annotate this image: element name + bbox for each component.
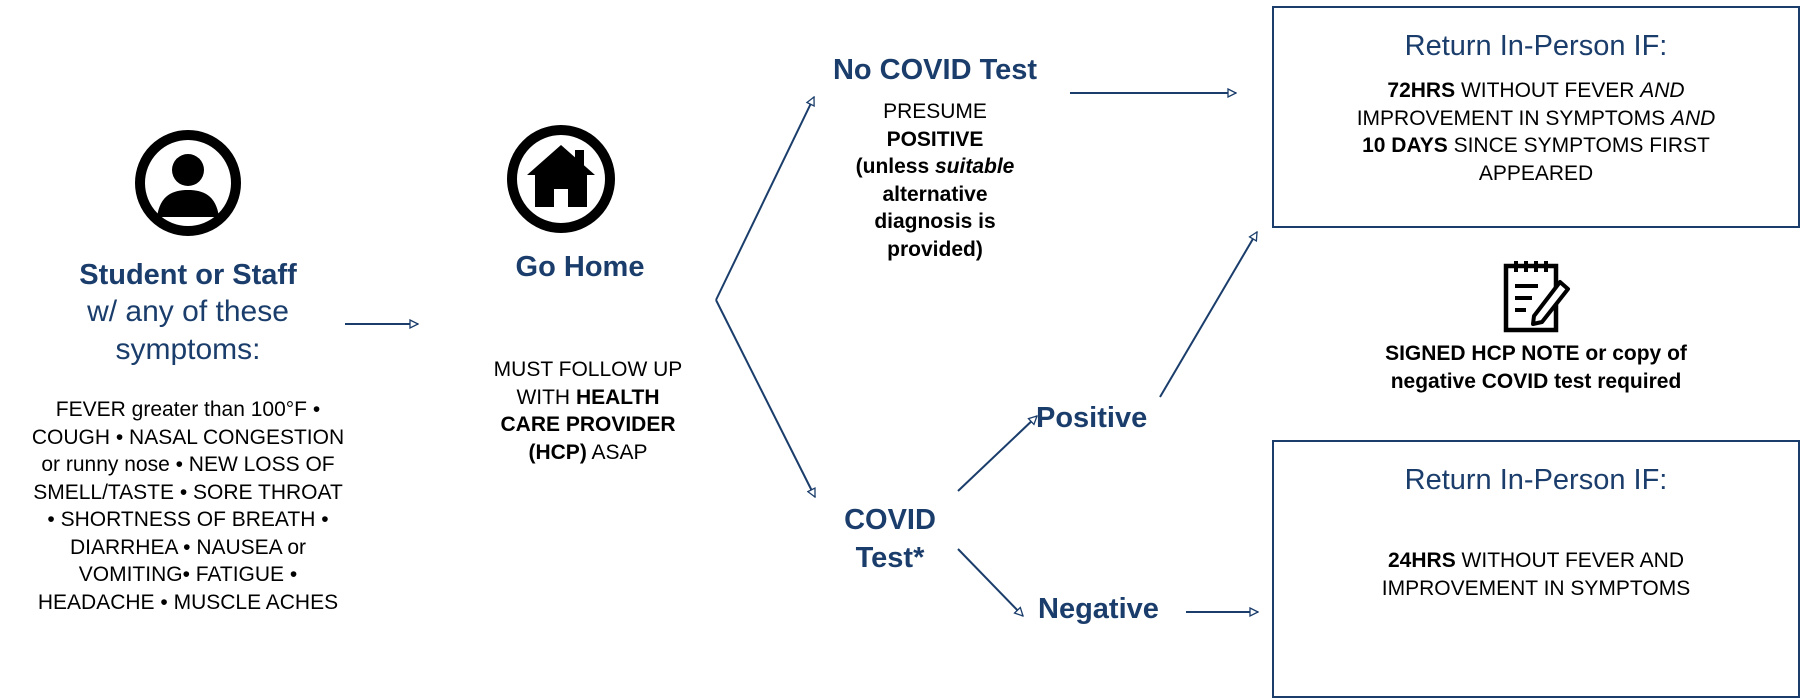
student-title: Student or Staff [79, 259, 297, 291]
home-line4-b: ASAP [586, 440, 648, 464]
no-test-line5: diagnosis is [874, 210, 996, 233]
symptom-line: or runny nose • NEW LOSS OF [41, 453, 335, 476]
return-in-person-box-negative: Return In-Person IF: 24HRS WITHOUT FEVER… [1272, 440, 1800, 698]
positive-label: Positive [1036, 402, 1148, 434]
criteria-text: SINCE SYMPTOMS FIRST [1447, 134, 1710, 157]
no-test-line3-b: suitable [935, 155, 1015, 178]
criteria-text: IMPROVEMENT IN SYMPTOMS [1356, 106, 1671, 130]
note-line2: negative COVID test required [1390, 369, 1682, 393]
symptom-line: FEVER greater than 100°F • [55, 398, 321, 421]
return-box-criteria: 24HRS WITHOUT FEVER AND IMPROVEMENT IN S… [1274, 547, 1798, 602]
symptom-line: SMELL/TASTE • SORE THROAT [33, 480, 343, 504]
home-line3: CARE PROVIDER [500, 413, 676, 436]
return-box-title: Return In-Person IF: [1404, 30, 1668, 62]
hcp-note-requirement: SIGNED HCP NOTE or copy of negative COVI… [1336, 340, 1736, 395]
home-line2-a: WITH [516, 385, 576, 409]
criteria-text: IMPROVEMENT IN SYMPTOMS [1381, 576, 1691, 600]
arrow-covid-test-to-positive [957, 416, 1037, 492]
symptom-line: HEADACHE • MUSCLE ACHES [37, 590, 339, 614]
note-line1: SIGNED HCP NOTE or copy of [1385, 342, 1687, 365]
home-line1: MUST FOLLOW UP [493, 358, 683, 381]
criteria-text: APPEARED [1478, 161, 1594, 185]
covid-test-label: COVID Test* [820, 501, 960, 577]
person-circle-icon [135, 130, 241, 236]
no-test-line1: PRESUME [883, 100, 987, 123]
criteria-72hrs: 72HRS [1387, 79, 1456, 102]
criteria-and: AND [1670, 106, 1716, 130]
no-covid-test-title: No COVID Test [832, 54, 1038, 86]
home-line4-a: (HCP) [528, 440, 587, 464]
criteria-text: WITHOUT FEVER AND [1455, 549, 1684, 572]
criteria-text: WITHOUT FEVER [1455, 79, 1641, 102]
return-in-person-box-positive: Return In-Person IF: 72HRS WITHOUT FEVER… [1272, 6, 1800, 228]
return-box-criteria: 72HRS WITHOUT FEVER AND IMPROVEMENT IN S… [1274, 77, 1798, 187]
go-home-title: Go Home [515, 251, 645, 283]
arrow-positive-to-return-box [1159, 232, 1258, 398]
arrow-covid-test-to-negative [957, 548, 1023, 616]
covid-test-line2: Test* [855, 542, 925, 574]
arrow-home-to-no-test [715, 97, 815, 301]
no-test-line4: alternative [882, 182, 988, 206]
student-subtitle-line1: w/ any of these [87, 294, 289, 328]
symptom-line: DIARRHEA • NAUSEA or [69, 535, 307, 559]
home-line2-b: HEALTH [575, 385, 660, 409]
negative-label: Negative [1038, 593, 1159, 625]
no-test-line6: provided) [887, 237, 983, 261]
student-subtitle-line2: symptoms: [115, 332, 261, 366]
covid-test-line1: COVID [844, 504, 936, 536]
symptom-line: • SHORTNESS OF BREATH • [47, 508, 329, 531]
go-home-instructions: MUST FOLLOW UP WITH HEALTH CARE PROVIDER… [460, 356, 716, 466]
no-test-line3-a: (unless [855, 155, 935, 178]
symptom-line: VOMITING• FATIGUE • [78, 563, 298, 586]
arrow-home-to-covid-test [715, 299, 816, 497]
criteria-10days: 10 DAYS [1362, 134, 1448, 157]
house-circle-icon [507, 125, 615, 233]
criteria-and: AND [1640, 79, 1685, 102]
no-covid-test-text: PRESUME POSITIVE (unless suitable altern… [825, 98, 1045, 263]
clipboard-note-icon [1503, 261, 1570, 333]
criteria-24hrs: 24HRS [1388, 549, 1456, 572]
student-column: Student or Staff w/ any of these symptom… [0, 258, 376, 369]
no-test-line2: POSITIVE [886, 127, 984, 151]
symptom-line: COUGH • NASAL CONGESTION [31, 425, 345, 449]
return-box-title: Return In-Person IF: [1404, 464, 1668, 496]
symptom-list: FEVER greater than 100°F • COUGH • NASAL… [0, 396, 376, 616]
